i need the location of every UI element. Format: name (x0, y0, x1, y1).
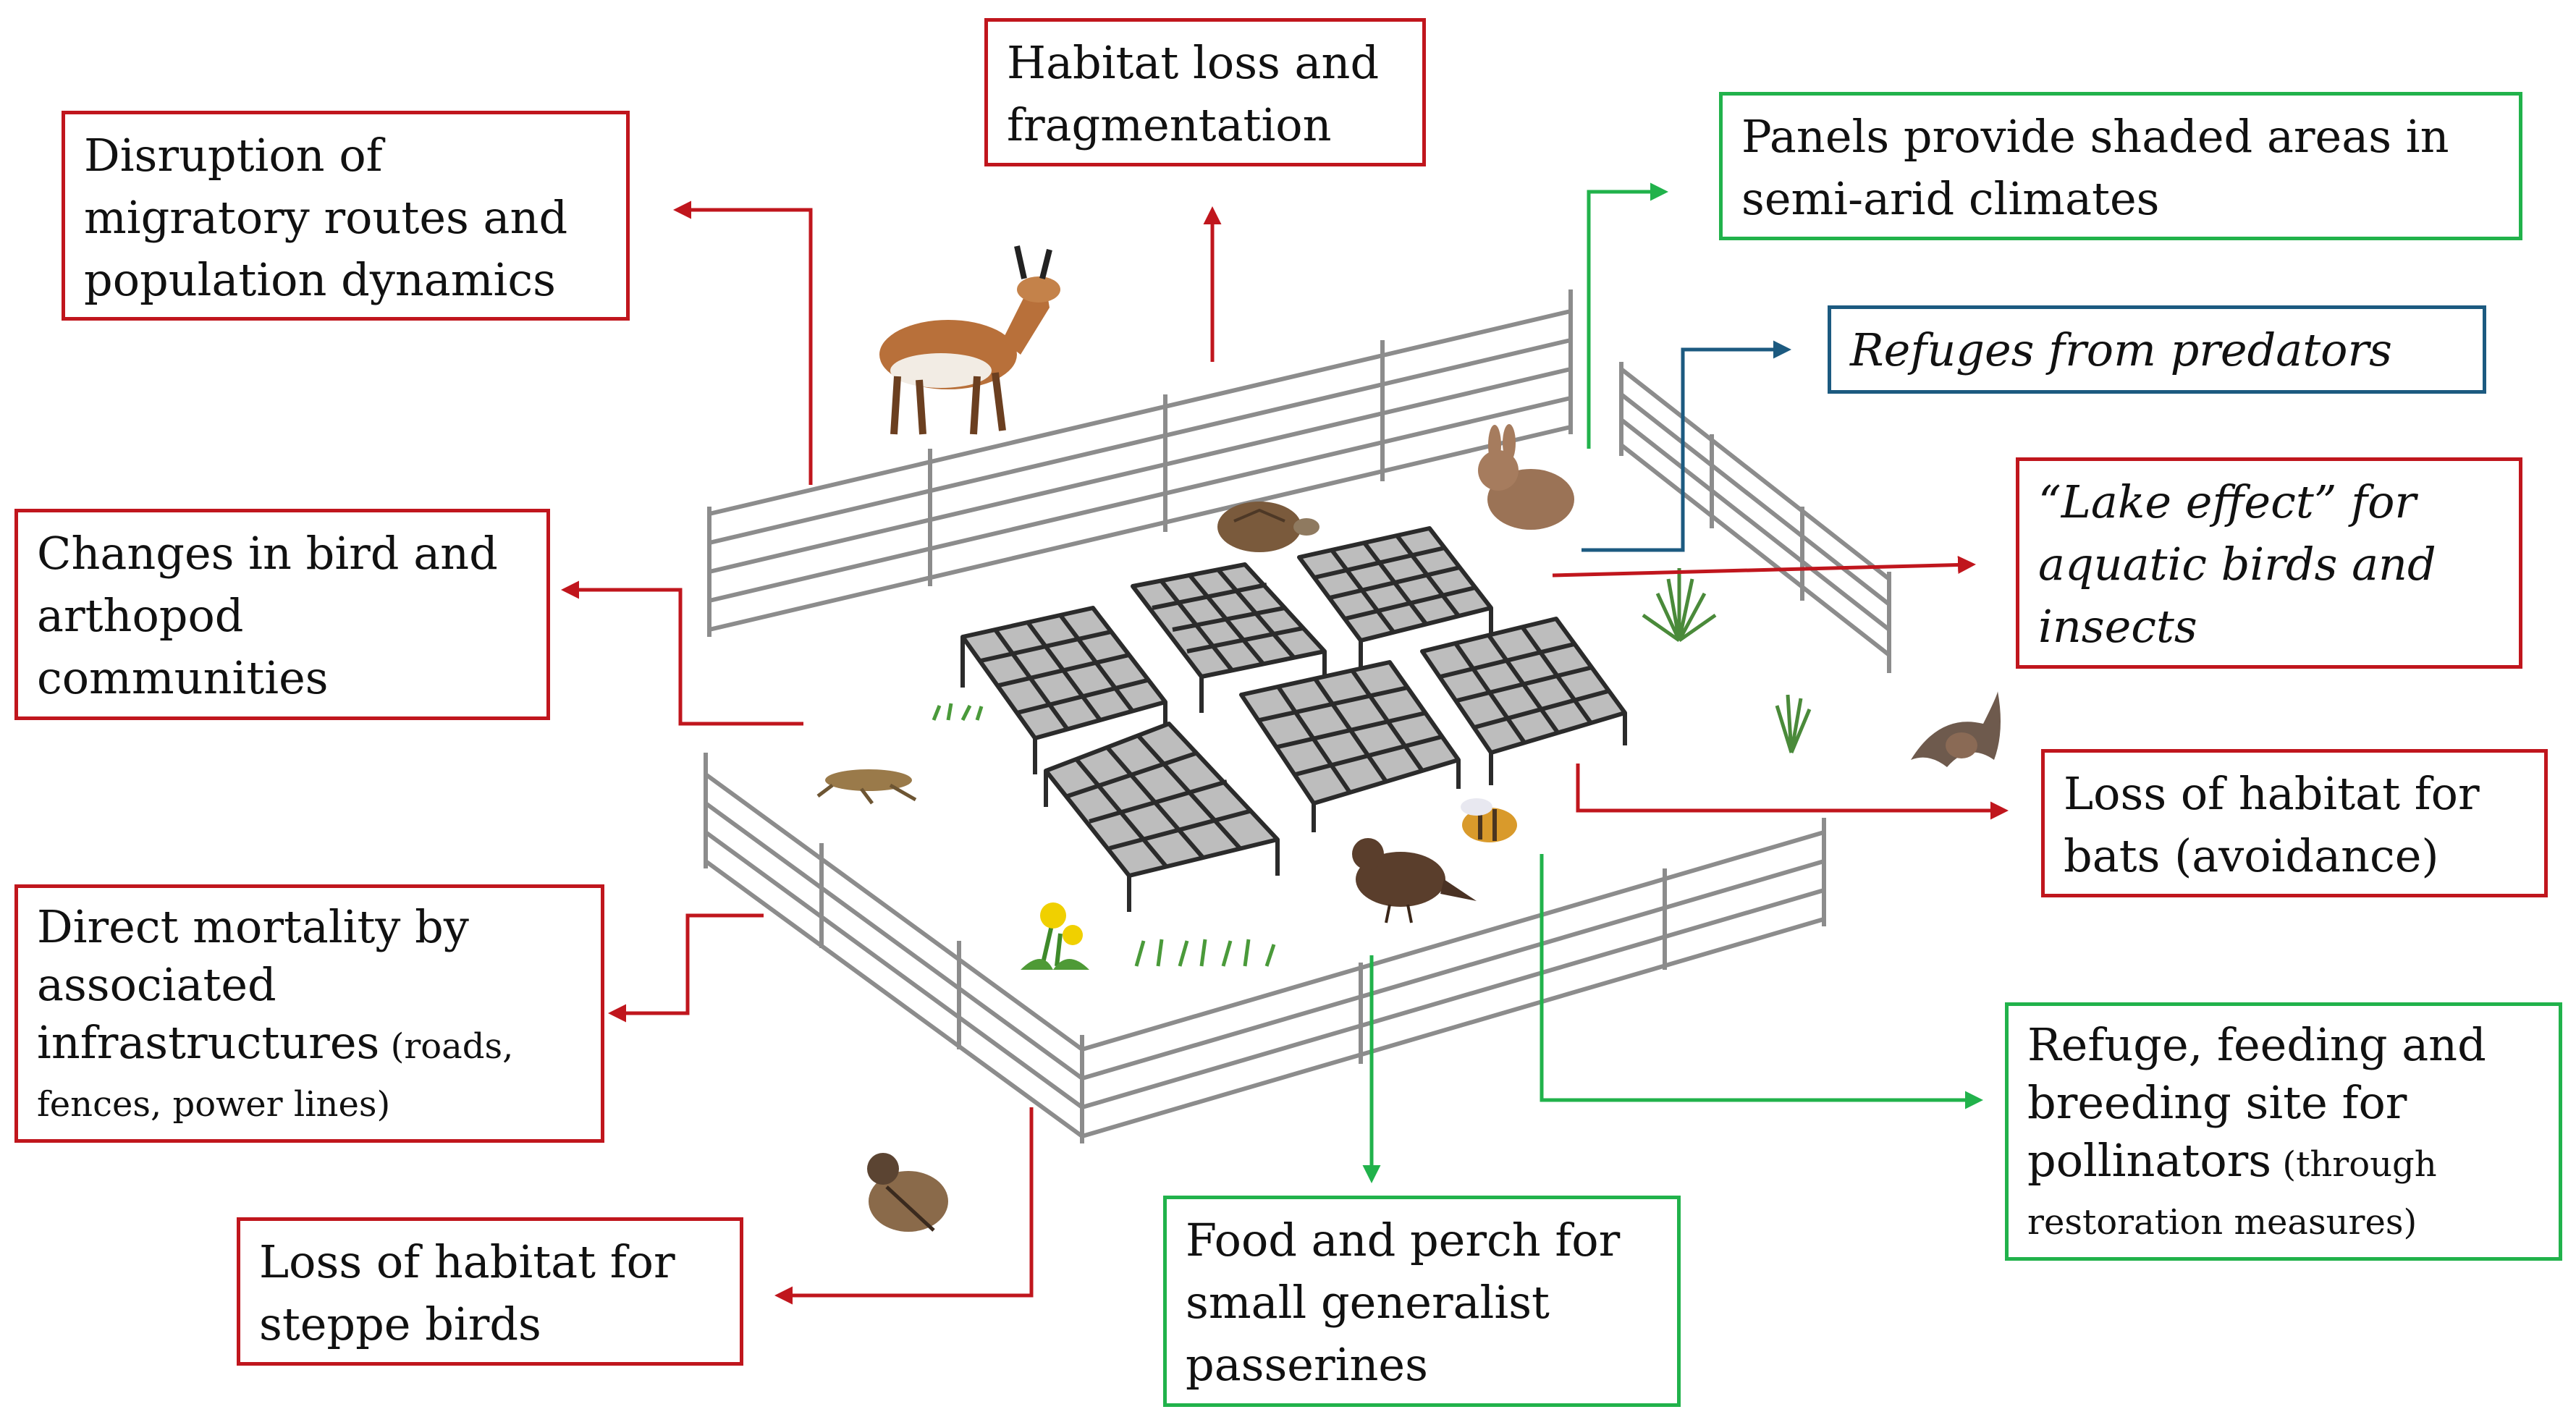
box-bats: Loss of habitat for bats (avoidance) (2041, 749, 2548, 897)
bat-icon (1911, 691, 2001, 767)
box-line: “Lake effect” for (2038, 475, 2417, 528)
quail-icon (867, 1153, 948, 1232)
box-line: population dynamics (84, 253, 556, 306)
box-steppe: Loss of habitat for steppe birds (237, 1217, 743, 1366)
box-line: breeding site for (2027, 1076, 2407, 1129)
box-line: Refuges from predators (1850, 324, 2392, 376)
shrub-icon (1642, 568, 1812, 753)
grasshopper-icon (816, 769, 917, 805)
arrow-mortality (608, 913, 764, 1023)
box-line: Panels provide shaded areas in (1741, 110, 2449, 163)
box-line: migratory routes and (84, 191, 568, 244)
box-line-small: (through (2271, 1144, 2437, 1185)
solar-panel-4 (1044, 722, 1280, 912)
box-refuges: Refuges from predators (1828, 305, 2486, 394)
arrow-pollinators (1540, 854, 1983, 1109)
box-line: Habitat loss and (1007, 36, 1380, 89)
arrow-bats (1576, 764, 2009, 820)
box-pollinators: Refuge, feeding and breeding site for po… (2005, 1002, 2562, 1261)
solar-panel-6 (1420, 617, 1627, 785)
bee-icon (1461, 798, 1517, 842)
box-line: semi-arid climates (1741, 172, 2160, 225)
box-line: small generalist (1186, 1276, 1550, 1329)
box-line: Disruption of (84, 129, 383, 182)
box-line: fragmentation (1007, 98, 1332, 151)
arrow-steppe (774, 1107, 1034, 1305)
box-lake-effect: “Lake effect” for aquatic birds and inse… (2016, 457, 2522, 669)
arrow-refuges (1582, 340, 1791, 552)
box-bird-arthropod: Changes in bird and arthopod communities (14, 509, 550, 720)
fence-right-front (1081, 818, 1826, 1138)
box-line: associated (37, 958, 276, 1011)
box-line: arthopod (37, 589, 244, 642)
box-line-main: pollinators (2027, 1134, 2272, 1187)
fence-left-front (704, 753, 1084, 1143)
solar-panel-1 (960, 606, 1167, 774)
solar-panel-3 (1297, 526, 1493, 673)
solar-panel-5 (1239, 660, 1461, 832)
arrow-lake-effect (1552, 556, 1976, 578)
grass-icon (932, 703, 1276, 967)
solar-panels (960, 526, 1627, 912)
box-line: communities (37, 651, 329, 704)
box-line: aquatic birds and (2038, 538, 2436, 591)
box-passerines: Food and perch for small generalist pass… (1163, 1196, 1681, 1407)
box-line: steppe birds (259, 1298, 541, 1350)
box-habitat-loss: Habitat loss and fragmentation (984, 18, 1426, 166)
box-line: Food and perch for (1186, 1214, 1621, 1267)
box-line: Changes in bird and (37, 527, 498, 580)
box-shade: Panels provide shaded areas in semi-arid… (1719, 92, 2522, 240)
dandelion-icon (1021, 902, 1089, 970)
box-line: bats (avoidance) (2064, 829, 2439, 882)
connector-lines (561, 182, 2009, 1305)
rabbit-icon (1478, 424, 1574, 530)
arrow-bird-arthropod (561, 580, 803, 726)
box-line-small: fences, power lines) (37, 1084, 391, 1125)
box-line: Direct mortality by (37, 900, 469, 953)
blackbird-icon (1352, 838, 1477, 923)
box-line: Loss of habitat for (259, 1235, 675, 1288)
box-line-small: (roads, (379, 1026, 514, 1067)
box-line-main: infrastructures (37, 1016, 380, 1069)
arrow-shade (1587, 182, 1668, 449)
fence-back (707, 289, 1573, 637)
box-line: passerines (1186, 1338, 1428, 1391)
box-line: insects (2038, 600, 2197, 653)
pronghorn-icon (879, 245, 1060, 435)
box-line-small: restoration measures) (2027, 1202, 2417, 1243)
tortoise-icon (1217, 502, 1319, 552)
arrow-migratory (673, 200, 813, 485)
box-migratory: Disruption of migratory routes and popul… (62, 111, 630, 321)
box-line: Refuge, feeding and (2027, 1018, 2486, 1071)
box-mortality: Direct mortality by associated infrastru… (14, 884, 604, 1143)
box-line: pollinators (through (2027, 1132, 2540, 1193)
box-line: infrastructures (roads, (37, 1014, 582, 1075)
box-line: Loss of habitat for (2064, 767, 2480, 820)
